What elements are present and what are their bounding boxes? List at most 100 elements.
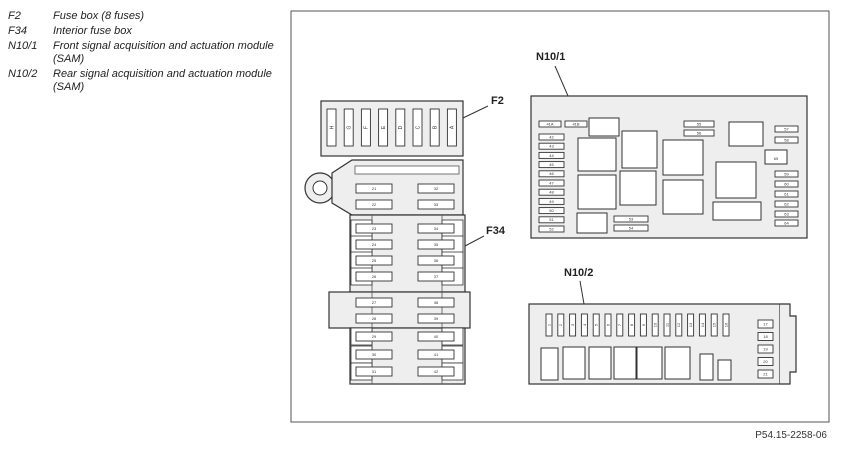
fuse: 39 <box>417 313 455 324</box>
fuse-body <box>538 142 565 150</box>
fuse-body <box>757 357 774 366</box>
fuse-label: 42 <box>549 134 554 139</box>
fuse-body <box>557 313 565 337</box>
fuse: 37 <box>417 271 455 282</box>
fuse: 10 <box>651 313 659 337</box>
fuse-body <box>355 313 393 324</box>
fuse: 55 <box>683 120 715 128</box>
fuse: G <box>343 108 354 147</box>
f2-housing <box>320 100 464 157</box>
fuse-body <box>538 216 565 224</box>
fuse: 30 <box>355 349 393 360</box>
fuse-body <box>538 207 565 215</box>
fuse: 1 <box>545 313 553 337</box>
fuse-body <box>378 108 389 147</box>
n10-2-relay <box>664 346 691 380</box>
fuse: 53 <box>613 215 649 223</box>
fuse-body <box>538 133 565 141</box>
fuse-label: C <box>415 125 421 129</box>
fuse: 58 <box>774 136 799 144</box>
fuse-label: A <box>450 125 456 129</box>
n10-1-relay <box>577 174 617 210</box>
n10-2-relay <box>717 359 732 381</box>
fuse: 12 <box>675 313 683 337</box>
f34-leader-line <box>464 235 485 247</box>
fuse-label: 39 <box>434 316 439 321</box>
fuse-body <box>774 125 799 133</box>
fuse-label: 50 <box>549 208 554 213</box>
fuse-body <box>613 215 649 223</box>
n10-1-relay <box>712 201 762 221</box>
fuse-label: 28 <box>372 316 377 321</box>
fuse: 9 <box>639 313 647 337</box>
n10-1-relay <box>764 149 788 165</box>
legend-code: F2 <box>8 10 21 22</box>
fuse-body <box>429 108 440 147</box>
fuse-body <box>757 332 774 341</box>
fuse: 25 <box>355 255 393 266</box>
fuse-body <box>355 223 393 234</box>
fuse-label: 61 <box>784 191 789 196</box>
fuse: 20 <box>757 357 774 366</box>
n10-1-relay <box>577 137 617 172</box>
fuse-label: 19 <box>763 346 768 351</box>
fuse: 33 <box>417 199 455 210</box>
fuse: 54 <box>613 224 649 232</box>
fuse-label: 47 <box>549 180 554 185</box>
fuse-label: 44 <box>549 153 554 158</box>
n10-2-side-bracket <box>780 303 797 385</box>
fuse-label: 11 <box>664 322 669 327</box>
fuse-label: 35 <box>434 242 439 247</box>
fuse: 18 <box>757 332 774 341</box>
legend-code: N10/2 <box>8 68 38 80</box>
fuse-label: 41 <box>434 352 439 357</box>
legend-description: Rear signal acquisition and actuation mo… <box>53 68 272 93</box>
fuse-body <box>417 255 455 266</box>
fuse: 36 <box>417 255 455 266</box>
fuse-label: 46 <box>549 171 554 176</box>
fuse: B <box>429 108 440 147</box>
fuse-body <box>569 313 577 337</box>
fuse-label: 12 <box>676 322 681 327</box>
fuse-label: 63 <box>784 211 789 216</box>
fuse-label: 21 <box>763 371 768 376</box>
fuse: 11 <box>663 313 671 337</box>
fuse-body <box>417 271 455 282</box>
fuse-body <box>774 136 799 144</box>
fuse-label: 32 <box>434 186 439 191</box>
fuse: H <box>326 108 337 147</box>
fuse: 2 <box>557 313 565 337</box>
fuse-label: 3 <box>570 323 575 326</box>
fuse: 41B <box>564 120 588 128</box>
fuse: 44 <box>538 151 565 159</box>
fuse-body <box>355 255 393 266</box>
fuse-label: 41B <box>572 121 579 126</box>
fuse-body <box>538 120 562 128</box>
legend-item-n10-1: N10/1 Front signal acquisition and actua… <box>8 40 278 66</box>
fuse: 4 <box>580 313 588 337</box>
fuse-label: 16 <box>723 322 728 327</box>
fuse-body <box>355 271 393 282</box>
fuse: 59 <box>774 170 799 178</box>
fuse-label: 37 <box>434 274 439 279</box>
legend-item-f2: F2 Fuse box (8 fuses) <box>8 10 278 23</box>
fuse-label: 33 <box>434 202 439 207</box>
reference-number: P54.15-2258-06 <box>755 430 827 441</box>
fuse: 23 <box>355 223 393 234</box>
legend-description: Interior fuse box <box>53 25 132 37</box>
fuse-label: 14 <box>700 322 705 327</box>
legend-description: Front signal acquisition and actuation m… <box>53 40 274 65</box>
n10-1-relay <box>621 130 658 169</box>
fuse-label: 43 <box>549 144 554 149</box>
fuse-label: 38 <box>434 300 439 305</box>
n10-1-callout: N10/1 <box>536 51 565 63</box>
fuse-label: 2 <box>558 323 563 326</box>
n10-1-relay <box>588 117 620 137</box>
fuse: 63 <box>774 210 799 218</box>
fuse: F <box>360 108 371 147</box>
fuse-body <box>417 313 455 324</box>
fuse-label: 18 <box>763 334 768 339</box>
